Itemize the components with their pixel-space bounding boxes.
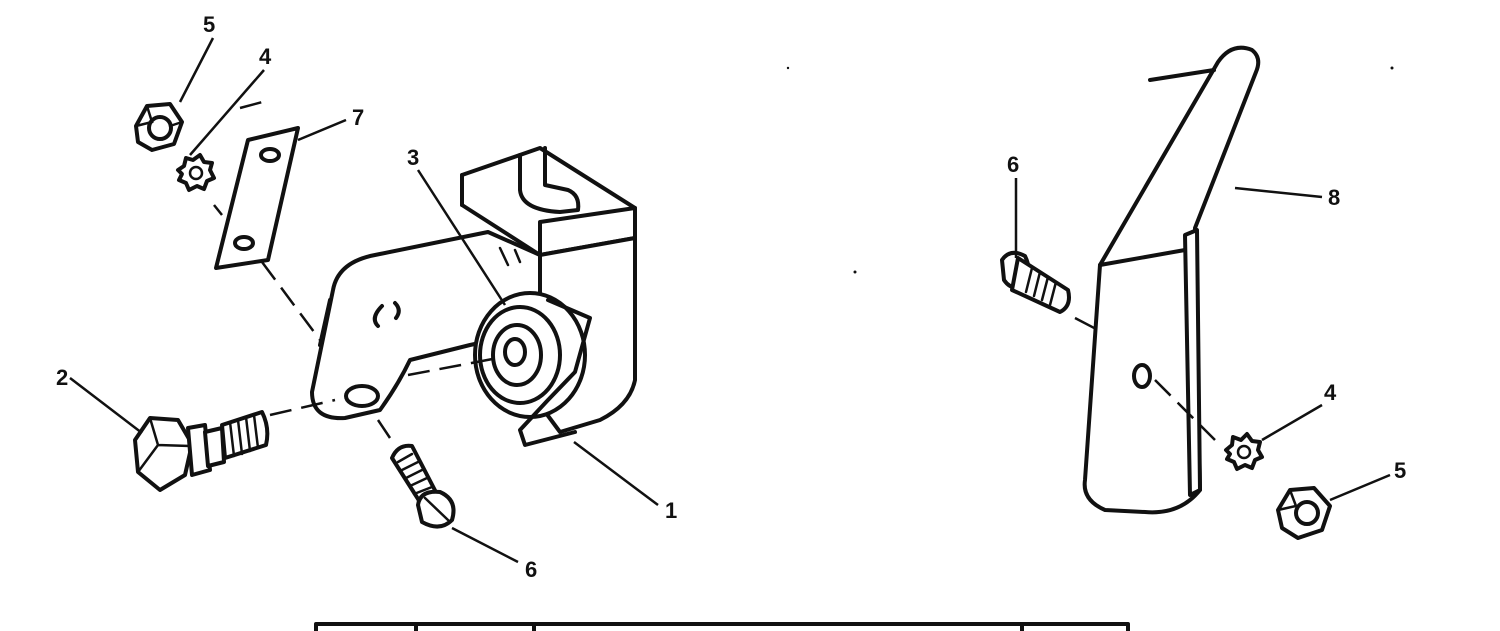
callout-6-right: 6	[1007, 152, 1019, 177]
right-assembly	[1000, 45, 1391, 540]
callout-7: 7	[352, 105, 364, 130]
angled-bracket	[1082, 45, 1261, 515]
lock-washer-left	[176, 153, 216, 192]
callout-8: 8	[1328, 185, 1340, 210]
lock-washer-right	[1224, 432, 1264, 471]
left-assembly	[69, 37, 659, 564]
screw-right	[1000, 250, 1071, 314]
callout-1: 1	[665, 498, 677, 523]
screw-left	[390, 443, 456, 529]
callout-5-right: 5	[1394, 458, 1406, 483]
hex-nut-right	[1276, 486, 1332, 540]
shoulder-bolt	[133, 410, 270, 492]
hex-nut-left	[134, 102, 184, 152]
mounting-plate	[214, 126, 300, 270]
callout-3: 3	[407, 145, 419, 170]
callout-4-right: 4	[1324, 380, 1337, 405]
parts-table-header	[314, 622, 1130, 631]
callout-2: 2	[56, 365, 68, 390]
callout-4-left: 4	[259, 44, 272, 69]
callout-5-left: 5	[203, 12, 215, 37]
idler-bracket	[310, 146, 637, 447]
callout-6-left: 6	[525, 557, 537, 582]
